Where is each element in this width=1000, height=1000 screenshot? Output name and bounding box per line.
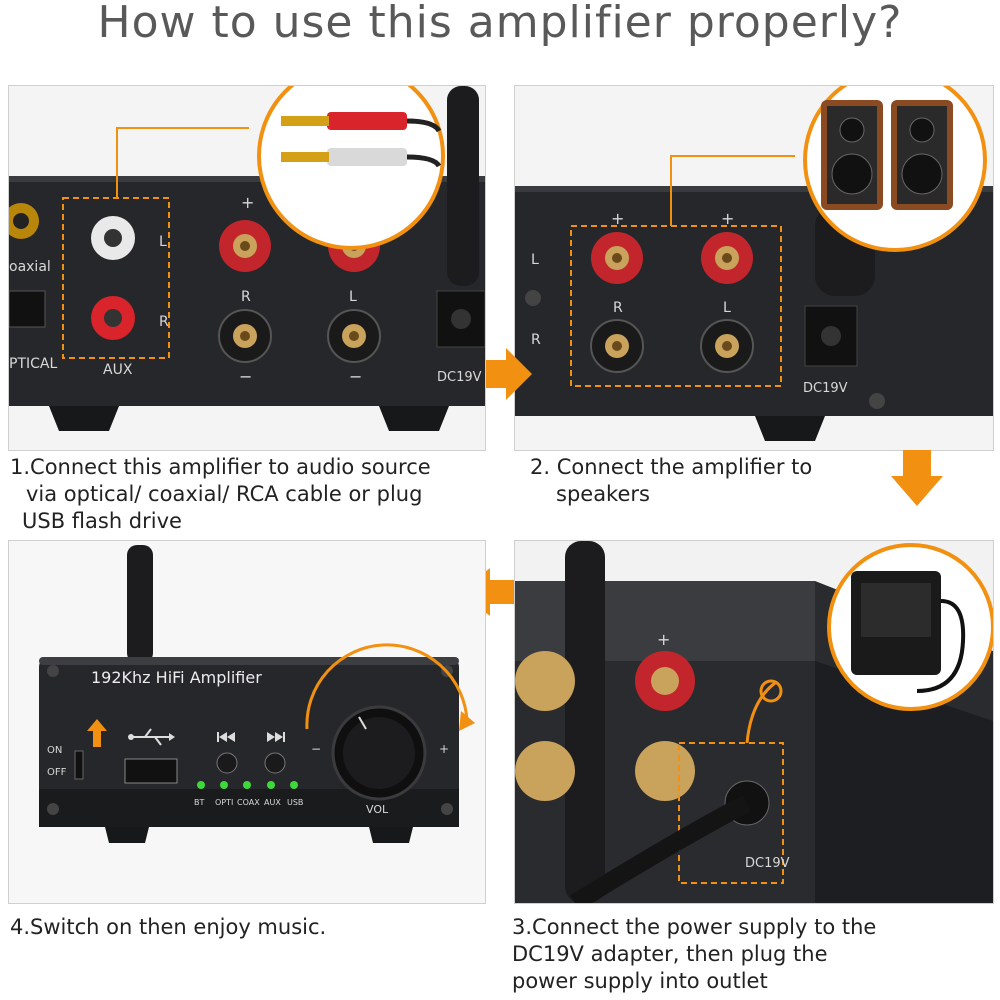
on-label: ON xyxy=(47,745,62,756)
l-label: L xyxy=(531,252,539,268)
step4-caption-line1: 4.Switch on then enjoy music. xyxy=(10,915,327,939)
input-bt-label: BT xyxy=(194,798,204,807)
step2-caption-line2: speakers xyxy=(556,482,650,506)
vol-plus-label: + xyxy=(439,742,449,756)
led-aux xyxy=(267,781,275,789)
input-opti-label: OPTI xyxy=(215,798,233,807)
step2-caption-line1: 2. Connect the amplifier to xyxy=(530,455,813,479)
aux-r-label: R xyxy=(159,314,169,330)
switch-arrow-icon xyxy=(87,719,107,747)
arrow-right-icon xyxy=(486,348,532,400)
usb-icon xyxy=(128,728,175,746)
amplifier-rear-audio-inputs-image: oaxial PTICAL L R AUX + R L − − DC19V xyxy=(9,86,485,450)
vol-label: VOL xyxy=(366,803,389,816)
step1-caption-line3: USB flash drive xyxy=(22,509,182,533)
input-coax-label: COAX xyxy=(237,798,260,807)
aux-label: AUX xyxy=(103,362,133,378)
arrow-left-icon xyxy=(460,568,514,616)
dc-label: DC19V xyxy=(803,381,848,396)
plus-label: + xyxy=(611,209,624,228)
step4-caption: 4.Switch on then enjoy music. xyxy=(10,914,326,941)
dc-label: DC19V xyxy=(437,370,482,385)
r-post-label: R xyxy=(613,300,623,316)
off-label: OFF xyxy=(47,767,67,778)
minus-label-2: − xyxy=(349,367,362,386)
power-switch[interactable] xyxy=(74,750,84,780)
led-bt xyxy=(197,781,205,789)
brand-label: 192Khz HiFi Amplifier xyxy=(91,668,262,687)
next-track-icon xyxy=(267,732,285,742)
step1-caption-line1: 1.Connect this amplifier to audio source xyxy=(10,455,431,479)
step3-caption: 3.Connect the power supply to the DC19V … xyxy=(512,914,876,995)
step3-caption-line3: power supply into outlet xyxy=(512,969,768,993)
dc-label: DC19V xyxy=(745,856,790,871)
minus-label: − xyxy=(239,367,252,386)
step1-caption: 1.Connect this amplifier to audio source… xyxy=(10,454,431,535)
plus-label: + xyxy=(241,193,254,212)
l-post-label: L xyxy=(349,289,357,305)
r-post-label: R xyxy=(241,289,251,305)
optical-label: PTICAL xyxy=(9,356,57,372)
usb-port[interactable] xyxy=(124,758,178,784)
amplifier-power-connection-image: + DC19V xyxy=(515,541,993,903)
next-button[interactable] xyxy=(264,752,286,774)
step3-caption-line1: 3.Connect the power supply to the xyxy=(512,915,877,939)
step3-caption-line2: DC19V adapter, then plug the xyxy=(512,942,828,966)
amplifier-speaker-terminals-image: L R + + R L DC19V xyxy=(515,86,993,450)
aux-l-label: L xyxy=(159,234,167,250)
coaxial-label: oaxial xyxy=(9,259,51,275)
volume-arrow-icon xyxy=(305,643,469,730)
step4-panel: 192Khz HiFi Amplifier ON OFF xyxy=(8,540,486,904)
step2-caption: 2. Connect the amplifier to speakers xyxy=(530,454,812,508)
prev-button[interactable] xyxy=(216,752,238,774)
input-aux-label: AUX xyxy=(264,798,281,807)
step1-panel: oaxial PTICAL L R AUX + R L − − DC19V xyxy=(8,85,486,451)
vol-minus-label: − xyxy=(311,742,321,756)
step2-panel: L R + + R L DC19V xyxy=(514,85,994,451)
step3-panel: + DC19V xyxy=(514,540,994,904)
page-title: How to use this amplifier properly? xyxy=(97,0,903,48)
led-opti xyxy=(220,781,228,789)
amplifier-front-panel-image: 192Khz HiFi Amplifier ON OFF xyxy=(9,541,485,903)
led-coax xyxy=(243,781,251,789)
plus-label: + xyxy=(657,630,670,649)
arrow-down-icon xyxy=(891,450,943,506)
prev-track-icon xyxy=(217,732,235,742)
plus-label-2: + xyxy=(721,209,734,228)
step1-caption-line2: via optical/ coaxial/ RCA cable or plug xyxy=(26,482,423,506)
led-usb xyxy=(290,781,298,789)
input-usb-label: USB xyxy=(287,798,303,807)
l-post-label: L xyxy=(723,300,731,316)
r-label: R xyxy=(531,332,541,348)
